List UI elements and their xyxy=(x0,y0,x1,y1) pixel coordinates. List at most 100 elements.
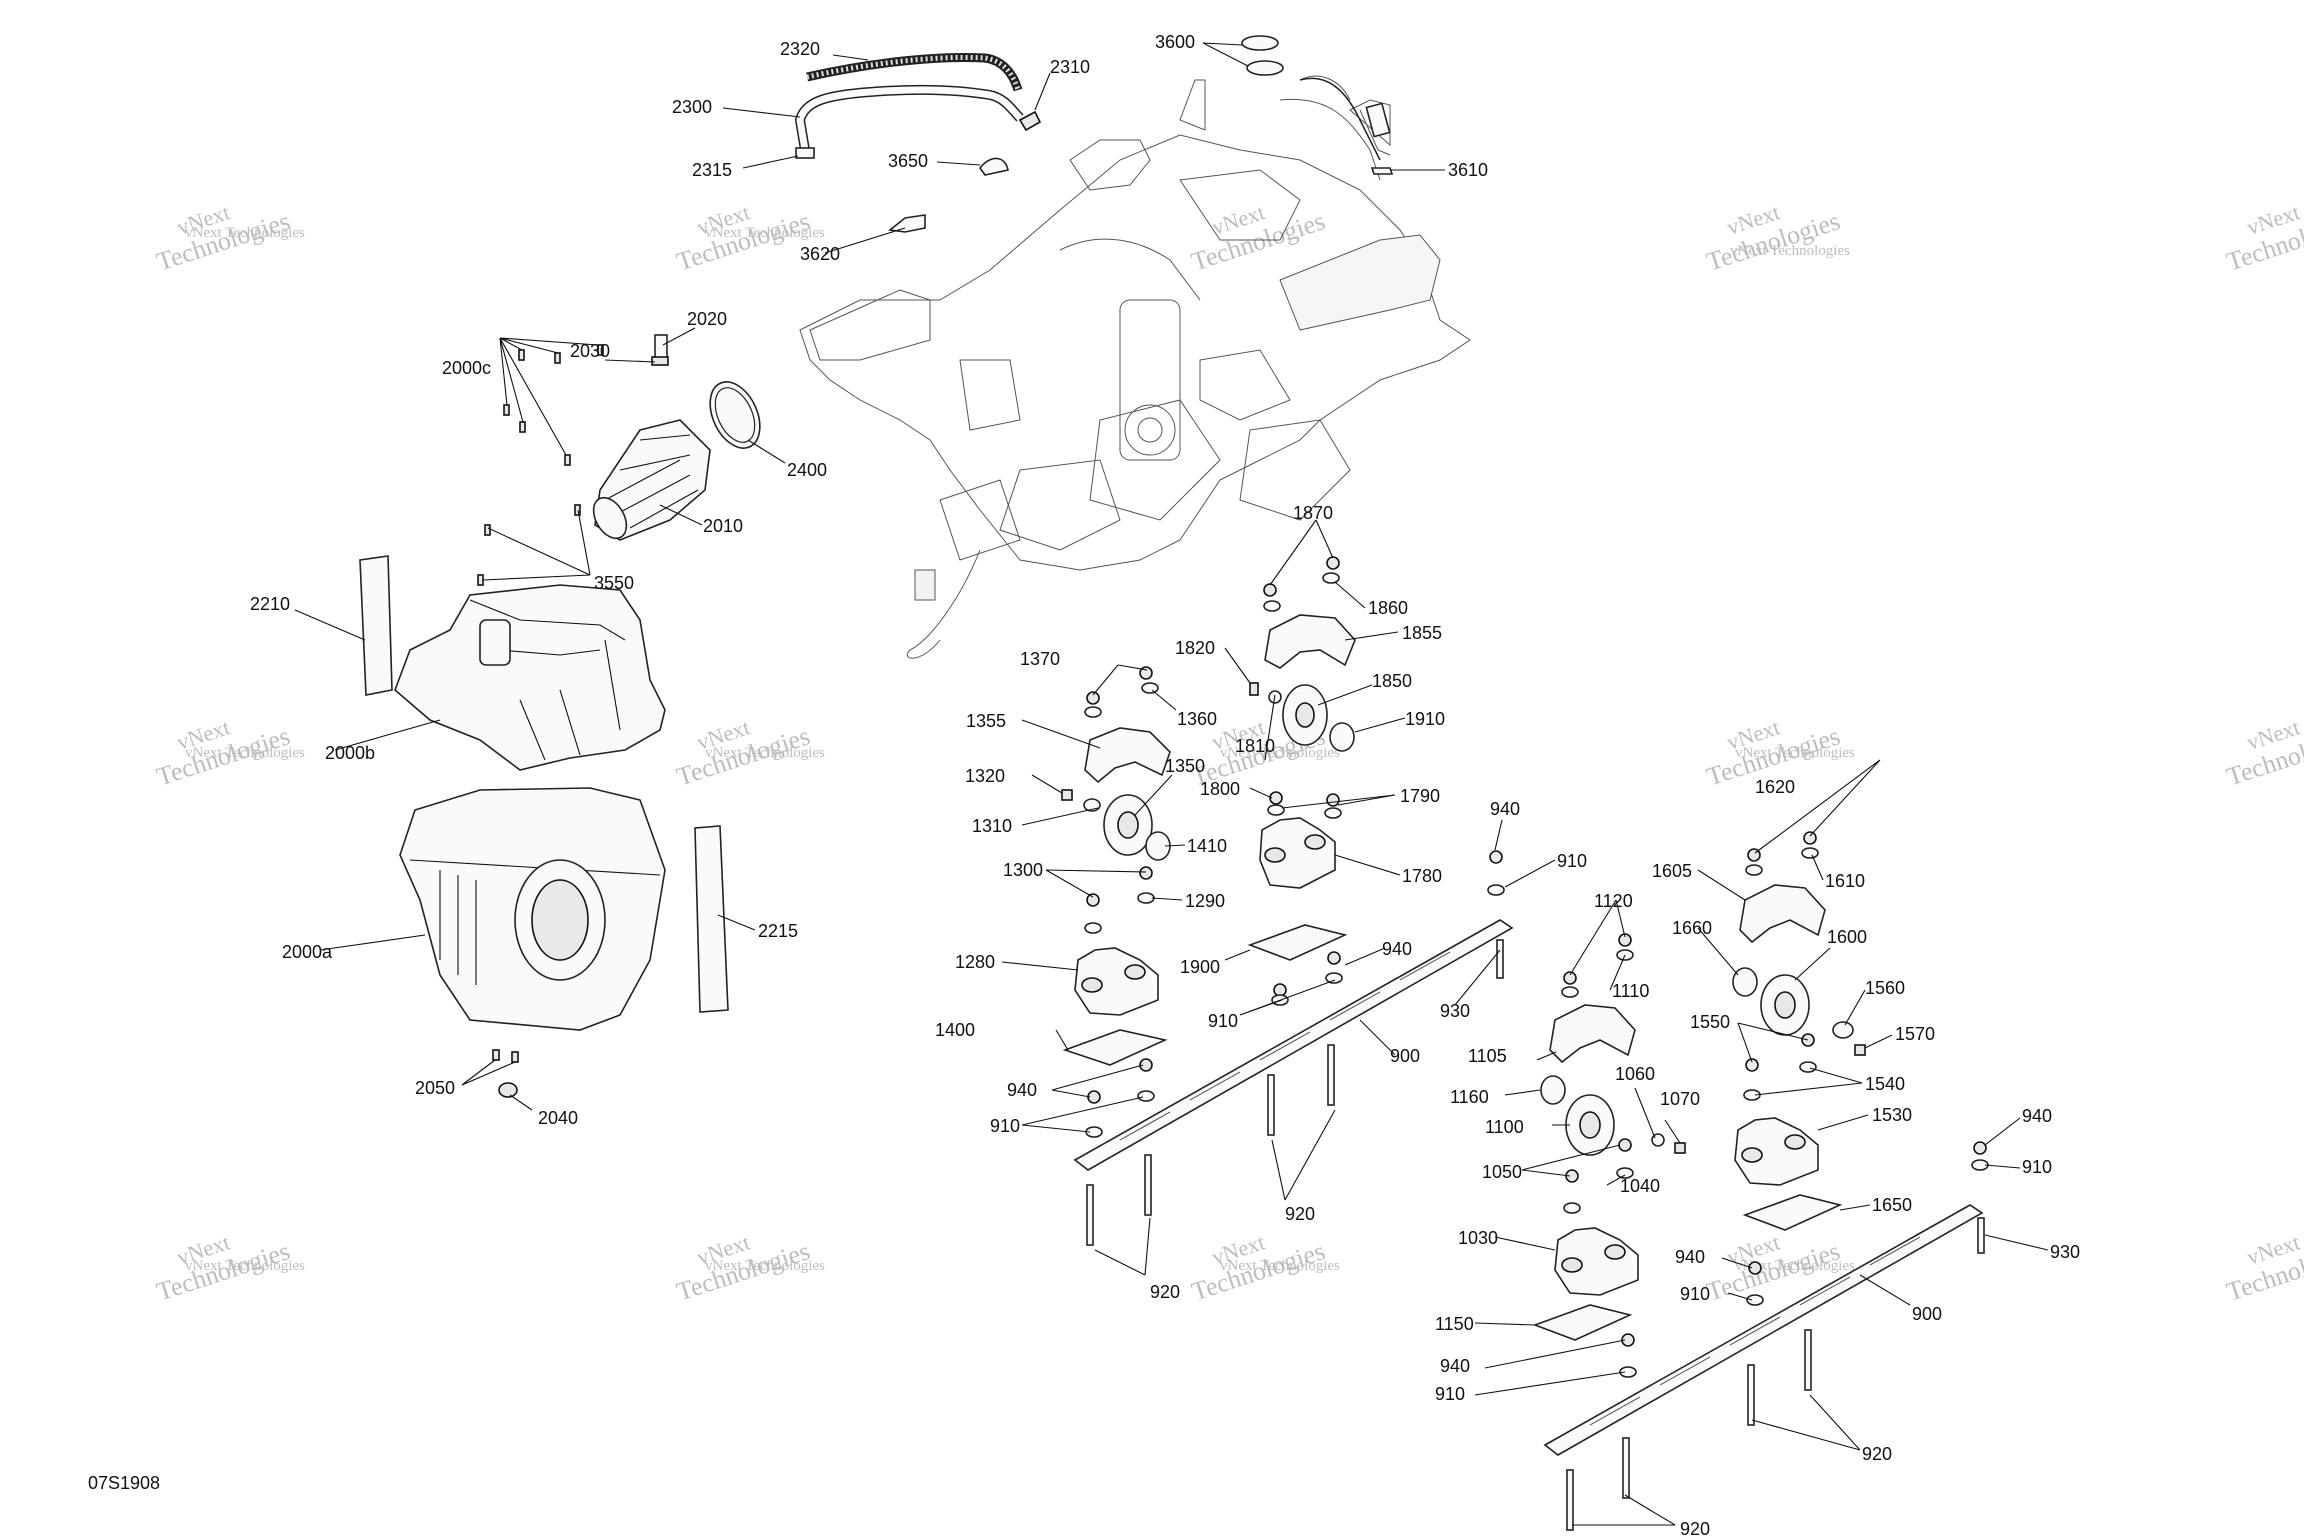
sensor-probe xyxy=(1370,167,1394,175)
callout-1600: 1600 xyxy=(1827,927,1867,947)
watermark-text: vNext Technologies xyxy=(1730,243,1850,259)
airbox-cover-2000b xyxy=(394,584,666,771)
rail-900-right xyxy=(1543,1204,1984,1456)
callout-1350: 1350 xyxy=(1165,756,1205,776)
callout-940b: 940 xyxy=(1490,799,1520,819)
watermark-text: vNext Technologies xyxy=(185,745,305,761)
mount-bracket-1105 xyxy=(1549,1004,1636,1064)
callout-1610: 1610 xyxy=(1825,871,1865,891)
callout-910c: 910 xyxy=(1208,1011,1238,1031)
callout-1160: 1160 xyxy=(1450,1087,1489,1107)
callout-2300: 2300 xyxy=(672,97,712,117)
pad-1650 xyxy=(1742,1194,1843,1231)
callout-940a: 940 xyxy=(1007,1080,1037,1100)
mount-washer-1910 xyxy=(1329,722,1355,752)
callout-1900: 1900 xyxy=(1180,957,1220,977)
callout-1150: 1150 xyxy=(1435,1314,1474,1334)
watermark-text: vNext Technologies xyxy=(185,225,305,241)
callout-2210: 2210 xyxy=(250,594,290,614)
watermark-text: vNext Technologies xyxy=(1220,745,1340,761)
callout-930b: 930 xyxy=(2050,1242,2080,1262)
callout-920c: 920 xyxy=(1862,1444,1892,1464)
watermark: vNext Technologies xyxy=(1188,199,1328,276)
callout-940c: 940 xyxy=(1382,939,1412,959)
callout-910f: 910 xyxy=(1680,1284,1710,1304)
callout-1280: 1280 xyxy=(955,952,995,972)
callout-1855: 1855 xyxy=(1402,623,1442,643)
callout-3620: 3620 xyxy=(800,244,840,264)
mount-bracket-1855 xyxy=(1264,614,1356,669)
callout-1780: 1780 xyxy=(1402,866,1442,886)
callout-1660: 1660 xyxy=(1672,918,1712,938)
callout-900b: 900 xyxy=(1912,1304,1942,1324)
callout-3650: 3650 xyxy=(888,151,928,171)
callout-910e: 910 xyxy=(2022,1157,2052,1177)
callout-2400: 2400 xyxy=(787,460,827,480)
callout-1100: 1100 xyxy=(1485,1117,1524,1137)
callout-1290: 1290 xyxy=(1185,891,1225,911)
callout-940d: 940 xyxy=(1440,1356,1470,1376)
pad-1400 xyxy=(1062,1029,1168,1066)
watermark: vNext Technologies xyxy=(2223,199,2304,276)
callout-1040: 1040 xyxy=(1620,1176,1660,1196)
watermark: vNext Technologies xyxy=(2223,714,2304,791)
callout-3550: 3550 xyxy=(594,573,634,593)
callout-2315: 2315 xyxy=(692,160,732,180)
callout-1810: 1810 xyxy=(1235,736,1275,756)
mount-bracket-1605 xyxy=(1739,884,1826,944)
watermark: vNext Technologies xyxy=(1703,199,1843,276)
drain-cap-2040 xyxy=(498,1082,518,1098)
watermark-text: vNext Technologies xyxy=(705,1258,825,1274)
callout-1120: 1120 xyxy=(1594,891,1633,911)
spring-clamp xyxy=(1241,35,1279,51)
callout-1850: 1850 xyxy=(1372,671,1412,691)
callout-2215: 2215 xyxy=(758,921,798,941)
callout-2030: 2030 xyxy=(570,341,610,361)
mount-bracket-1355 xyxy=(1084,727,1171,784)
callout-1370: 1370 xyxy=(1020,649,1060,669)
callout-910d: 910 xyxy=(1435,1384,1465,1404)
watermark: vNext Technologies xyxy=(2223,1229,2304,1306)
callout-1300: 1300 xyxy=(1003,860,1043,880)
callout-2320: 2320 xyxy=(780,39,820,59)
callout-1560: 1560 xyxy=(1865,978,1905,998)
strap-2215 xyxy=(694,825,729,1013)
callout-940e: 940 xyxy=(2022,1106,2052,1126)
watermark-text: vNext Technologies xyxy=(705,225,825,241)
callout-1360: 1360 xyxy=(1177,709,1217,729)
mount-washer-1660 xyxy=(1732,967,1758,997)
strap-2210 xyxy=(359,555,393,696)
callout-3600: 3600 xyxy=(1155,32,1195,52)
drawing-code: 07S1908 xyxy=(88,1473,160,1493)
clamp-2400 xyxy=(709,381,761,449)
callout-1790: 1790 xyxy=(1400,786,1440,806)
hose-fitting xyxy=(1018,110,1042,132)
callout-940f: 940 xyxy=(1675,1247,1705,1267)
callout-1620: 1620 xyxy=(1755,777,1795,797)
callout-2010: 2010 xyxy=(703,516,743,536)
callout-2000a: 2000a xyxy=(282,942,333,962)
callout-920b: 920 xyxy=(1150,1282,1180,1302)
callout-1570: 1570 xyxy=(1895,1024,1935,1044)
connector-bracket xyxy=(888,214,926,233)
studs xyxy=(1086,939,1985,1531)
drain-screw xyxy=(492,1049,500,1061)
callout-1910: 1910 xyxy=(1405,709,1445,729)
pad-1150 xyxy=(1532,1304,1633,1341)
callout-1070: 1070 xyxy=(1660,1089,1700,1109)
callout-1540: 1540 xyxy=(1865,1074,1905,1094)
callout-1320: 1320 xyxy=(965,766,1005,786)
callout-1800: 1800 xyxy=(1200,779,1240,799)
callout-1110: 1110 xyxy=(1612,981,1649,1001)
callout-1650: 1650 xyxy=(1872,1195,1912,1215)
callout-1860: 1860 xyxy=(1368,598,1408,618)
callout-1355: 1355 xyxy=(966,711,1006,731)
callout-1870: 1870 xyxy=(1293,503,1333,523)
callout-910a: 910 xyxy=(990,1116,1020,1136)
callout-1060: 1060 xyxy=(1615,1064,1655,1084)
callout-1105: 1105 xyxy=(1468,1046,1507,1066)
o-ring-2030 xyxy=(651,356,669,366)
watermark-text: vNext Technologies xyxy=(1735,1258,1855,1274)
callout-900a: 900 xyxy=(1390,1046,1420,1066)
